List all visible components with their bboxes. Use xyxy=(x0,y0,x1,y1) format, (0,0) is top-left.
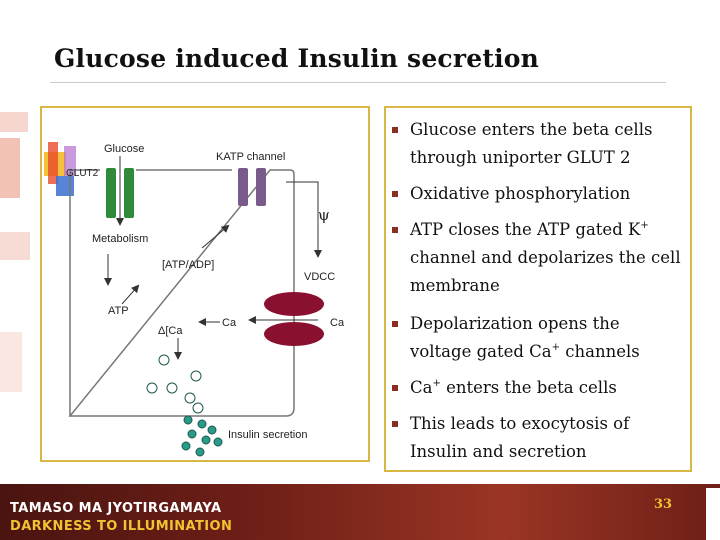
glut2-transporter-right xyxy=(124,168,134,218)
bullet-square-icon xyxy=(392,227,398,233)
label-glut2: GLUT2 xyxy=(66,168,99,179)
left-decoration xyxy=(0,112,32,452)
title-divider xyxy=(50,82,666,83)
label-katp-channel: KATP channel xyxy=(216,151,285,163)
bullet-square-icon xyxy=(392,421,398,427)
diagram-panel: Glucose KATP channel GLUT2 Metabolism [A… xyxy=(40,106,370,462)
bullet-text: Depolarization opens the voltage gated C… xyxy=(410,314,640,361)
katp-channel-right xyxy=(256,168,266,206)
glut2-transporter-left xyxy=(106,168,116,218)
cell-membrane xyxy=(68,169,295,417)
bullet-square-icon xyxy=(392,385,398,391)
slide-number: 33 xyxy=(654,497,673,512)
bullet-text: Oxidative phosphorylation xyxy=(410,184,631,203)
bullet-square-icon xyxy=(392,127,398,133)
glut2-deco-red xyxy=(48,142,58,184)
katp-channel-left xyxy=(238,168,248,206)
bullet-square-icon xyxy=(392,191,398,197)
glut2-deco-purple xyxy=(64,146,76,176)
footer-translation: DARKNESS TO ILLUMINATION xyxy=(10,519,233,534)
label-ca-extracellular: Ca xyxy=(330,317,345,329)
label-glucose: Glucose xyxy=(104,143,144,155)
slide-title: Glucose induced Insulin secretion xyxy=(54,44,540,73)
corner-decoration xyxy=(706,488,720,540)
label-metabolism: Metabolism xyxy=(92,233,148,245)
vdcc-channel-top xyxy=(264,292,324,316)
label-atp-adp: [ATP/ADP] xyxy=(162,259,214,271)
beta-cell-diagram: Glucose KATP channel GLUT2 Metabolism [A… xyxy=(44,142,345,457)
label-psi: ψ xyxy=(318,206,330,224)
glut2-deco-blue xyxy=(56,176,74,196)
bullet-text: Glucose enters the beta cells through un… xyxy=(410,120,653,167)
bullet-panel: Glucose enters the beta cells through un… xyxy=(384,106,692,472)
bullet-square-icon xyxy=(392,321,398,327)
footer-bar xyxy=(0,484,720,540)
vdcc-channel-bottom xyxy=(264,322,324,346)
label-delta-ca: Δ[Ca xyxy=(158,325,183,337)
label-vdcc: VDCC xyxy=(304,271,335,283)
insulin-granules xyxy=(146,354,223,457)
bullet-text: This leads to exocytosis of Insulin and … xyxy=(410,414,630,461)
label-ca-intracellular: Ca xyxy=(222,317,237,329)
footer-motto: TAMASO MA JYOTIRGAMAYA xyxy=(10,501,222,516)
label-insulin-secretion: Insulin secretion xyxy=(228,429,308,441)
label-atp: ATP xyxy=(108,305,129,317)
bullet-text: ATP closes the ATP gated K+ channel and … xyxy=(410,220,681,295)
bullet-text: Ca+ enters the beta cells xyxy=(410,378,617,397)
